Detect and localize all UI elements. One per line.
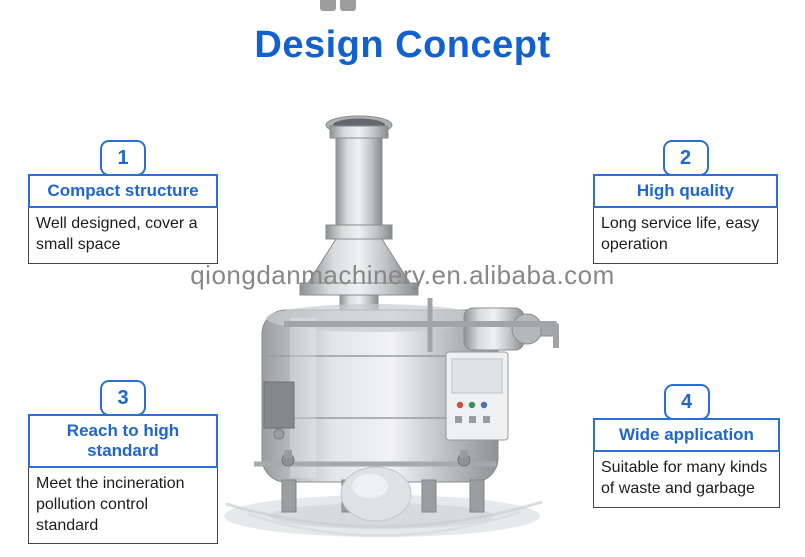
callout-number-badge: 2: [662, 140, 709, 176]
callout-high-standard: 3 Reach to high standard Meet the incine…: [28, 380, 218, 545]
callout-description: Meet the incineration pollution control …: [28, 467, 218, 545]
callout-wide-application: 4 Wide application Suitable for many kin…: [593, 384, 780, 508]
watermark-text: qiongdanmachinery.en.alibaba.com: [190, 260, 615, 290]
callout-number-badge: 4: [663, 384, 710, 420]
callout-number-badge: 3: [100, 380, 146, 416]
page-title: Design Concept: [254, 24, 551, 66]
callout-description: Well designed, cover a small space: [28, 207, 218, 264]
callout-description: Long service life, easy operation: [593, 207, 778, 264]
callout-title: Compact structure: [28, 174, 218, 208]
callout-title: Wide application: [593, 418, 780, 452]
cropped-watermark-fragment: [320, 0, 336, 11]
callout-title: Reach to high standard: [28, 414, 218, 468]
callout-description: Suitable for many kinds of waste and gar…: [593, 451, 780, 508]
callout-compact-structure: 1 Compact structure Well designed, cover…: [28, 140, 218, 264]
callout-title: High quality: [593, 174, 778, 208]
incinerator-machine-image: [224, 112, 569, 547]
incinerator-illustration: [224, 115, 559, 537]
callout-high-quality: 2 High quality Long service life, easy o…: [593, 140, 778, 264]
callout-number-badge: 1: [100, 140, 146, 176]
